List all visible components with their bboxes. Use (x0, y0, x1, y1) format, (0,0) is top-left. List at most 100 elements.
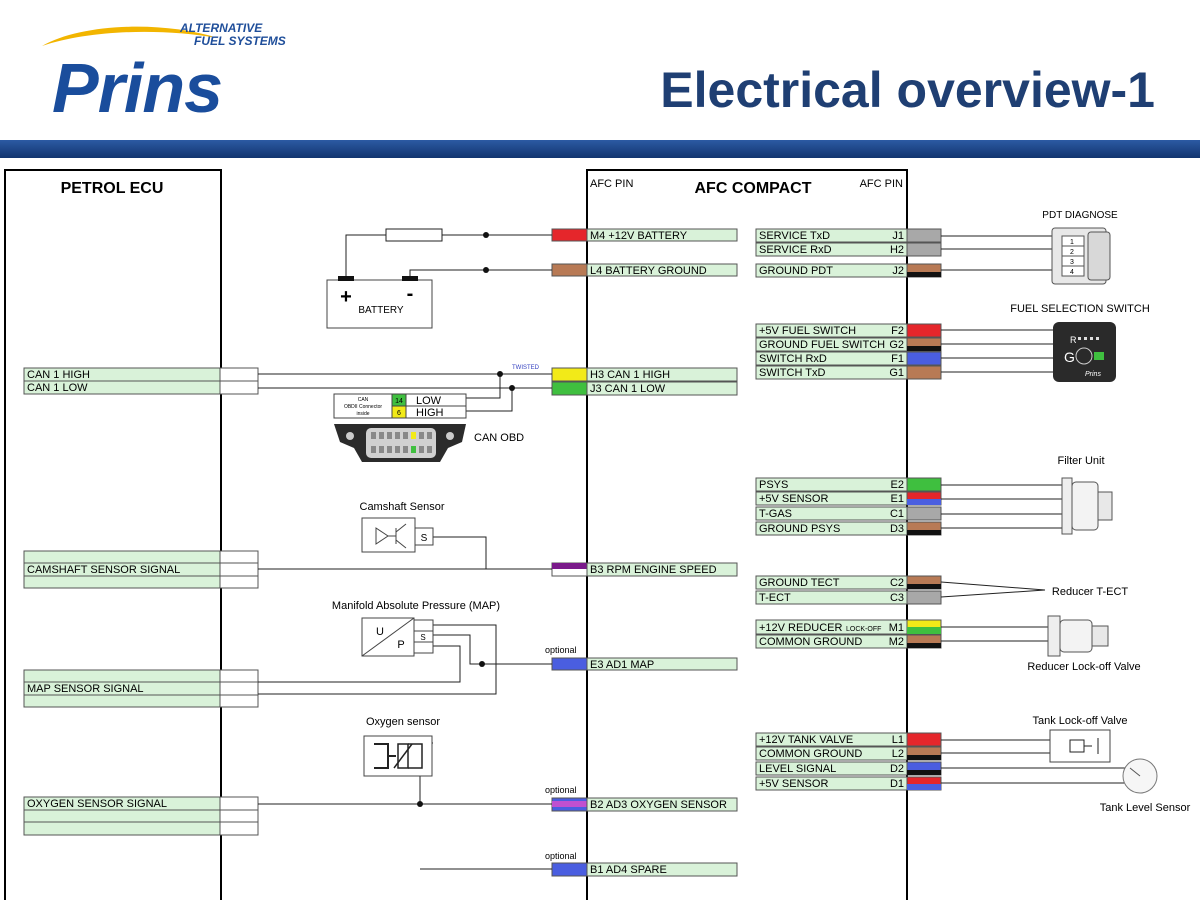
afc-pin-label-right: AFC PIN (860, 178, 903, 190)
svg-text:6: 6 (397, 410, 401, 417)
rpin-label: +12V TANK VALVE (759, 734, 853, 746)
camshaft-sensor-label: Camshaft Sensor (360, 501, 445, 513)
slide-header: ALTERNATIVE FUEL SYSTEMS Prins Electrica… (0, 0, 1200, 158)
afc-title: AFC COMPACT (694, 180, 811, 197)
map-sensor-icon: Manifold Absolute Pressure (MAP) U P S (332, 600, 500, 657)
pin-l4-label: L4 BATTERY GROUND (590, 265, 707, 277)
pin-b3-label: B3 RPM ENGINE SPEED (590, 564, 717, 576)
rpin-label: GROUND TECT (759, 577, 840, 589)
twisted-label: TWISTED (512, 365, 540, 371)
rpin-label: COMMON GROUND (759, 748, 862, 760)
pin-b1-label: B1 AD4 SPARE (590, 864, 667, 876)
map-sensor-label: Manifold Absolute Pressure (MAP) (332, 600, 500, 612)
fuel-selection-switch: FUEL SELECTION SWITCH R G Prins (1010, 303, 1150, 382)
filter-unit-connector: Filter Unit (1057, 455, 1113, 535)
reducer-lockoff-valve: Reducer Lock-off Valve (1027, 615, 1141, 673)
rpin-id: M2 (889, 636, 904, 648)
obd-low-label: LOW (416, 395, 442, 407)
oxygen-sensor-icon: Oxygen sensor (363, 716, 440, 777)
battery-plus: + (340, 286, 352, 308)
battery-icon: + - BATTERY (326, 276, 433, 329)
rpin-id: J1 (892, 230, 904, 242)
tank-level-label: Tank Level Sensor (1100, 802, 1191, 814)
rpin-label: SWITCH RxD (759, 353, 827, 365)
petrol-ecu-box: PETROL ECU (4, 169, 222, 905)
rpin-id: G1 (889, 367, 904, 379)
svg-text:R: R (1070, 335, 1077, 345)
rpin-id: D1 (890, 778, 904, 790)
can-obd-connector: CAN OBDII Connector inside 14 6 LOW HIGH… (333, 393, 524, 462)
tank-lockoff-label: Tank Lock-off Valve (1033, 715, 1128, 727)
rpin-label-small: LOCK-OFF (846, 626, 881, 633)
obd-high-label: HIGH (416, 407, 444, 419)
ecu-can-low-label: CAN 1 LOW (27, 382, 88, 394)
rpin-label: +5V SENSOR (759, 778, 828, 790)
brand-tagline: ALTERNATIVE FUEL SYSTEMS (180, 21, 286, 48)
svg-text:14: 14 (395, 398, 403, 405)
rpin-label: SWITCH TxD (759, 367, 825, 379)
pin-j3-label: J3 CAN 1 LOW (590, 383, 666, 395)
ecu-map-label: MAP SENSOR SIGNAL (27, 683, 144, 695)
rpin-id: L2 (892, 748, 904, 760)
rpin-id: D2 (890, 763, 904, 775)
ecu-camshaft-label: CAMSHAFT SENSOR SIGNAL (27, 564, 180, 576)
svg-text:P: P (397, 639, 404, 651)
wire-junctions (417, 232, 515, 807)
svg-text:3: 3 (1070, 259, 1074, 266)
rpin-id: L1 (892, 734, 904, 746)
svg-text:U: U (376, 626, 384, 638)
optional-label-2: optional (545, 785, 577, 795)
svg-text:2: 2 (1070, 249, 1074, 256)
ecu-signal-rows (23, 367, 259, 836)
svg-text:G: G (1064, 349, 1075, 365)
battery-minus: - (407, 283, 414, 305)
reducer-lockoff-label: Reducer Lock-off Valve (1027, 661, 1140, 673)
svg-text:Prins: Prins (1085, 371, 1101, 378)
optional-label-1: optional (545, 645, 577, 655)
ecu-title: PETROL ECU (61, 180, 164, 197)
rpin-id: C2 (890, 577, 904, 589)
oxygen-sensor-label: Oxygen sensor (366, 716, 440, 728)
rpin-label: +12V REDUCER (759, 622, 843, 634)
pdt-diagnose-connector: PDT DIAGNOSE 4 3 2 1 (1042, 210, 1118, 285)
brand-logo-text: Prins (52, 49, 223, 127)
rpin-label: GROUND FUEL SWITCH (759, 339, 885, 351)
afc-frame (586, 169, 908, 905)
rpin-label: COMMON GROUND (759, 636, 862, 648)
rpin-label: SERVICE TxD (759, 230, 830, 242)
afc-pin-label-left: AFC PIN (590, 178, 633, 190)
rpin-id: M1 (889, 622, 904, 634)
rpin-id: E2 (891, 479, 904, 491)
rpin-label: +5V SENSOR (759, 493, 828, 505)
rpin-id: E1 (891, 493, 904, 505)
svg-text:CAN: CAN (358, 397, 369, 403)
optional-label-3: optional (545, 851, 577, 861)
wires (258, 228, 1125, 870)
pdt-diagnose-label: PDT DIAGNOSE (1042, 210, 1118, 221)
pin-h3-label: H3 CAN 1 HIGH (590, 369, 670, 381)
rpin-label: PSYS (759, 479, 788, 491)
filter-unit-label: Filter Unit (1057, 455, 1104, 467)
rpin-label: SERVICE RxD (759, 244, 832, 256)
rpin-id: C3 (890, 592, 904, 604)
fuel-switch-label: FUEL SELECTION SWITCH (1010, 303, 1150, 315)
rpin-label: GROUND PDT (759, 265, 833, 277)
ecu-frame (4, 169, 222, 905)
ecu-can-high-label: CAN 1 HIGH (27, 369, 90, 381)
svg-text:OBDII Connector: OBDII Connector (344, 404, 382, 410)
svg-text:4: 4 (1070, 269, 1074, 276)
rpin-id: G2 (889, 339, 904, 351)
rpin-id: J2 (892, 265, 904, 277)
ecu-signal-labels: CAN 1 HIGH CAN 1 LOW CAMSHAFT SENSOR SIG… (27, 369, 180, 810)
svg-text:1: 1 (1070, 239, 1074, 246)
tank-lockoff-valve: Tank Lock-off Valve (1033, 715, 1128, 763)
rpin-label: LEVEL SIGNAL (759, 763, 836, 775)
wiring-diagram-svg: PETROL ECU AFC PIN AFC COMPACT AFC PIN C (4, 169, 1191, 905)
rpin-id: D3 (890, 523, 904, 535)
svg-text:S: S (421, 533, 428, 544)
rpin-id: F2 (891, 325, 904, 337)
pin-m4-label: M4 +12V BATTERY (590, 230, 688, 242)
rpin-id: F1 (891, 353, 904, 365)
pin-e3-label: E3 AD1 MAP (590, 659, 654, 671)
